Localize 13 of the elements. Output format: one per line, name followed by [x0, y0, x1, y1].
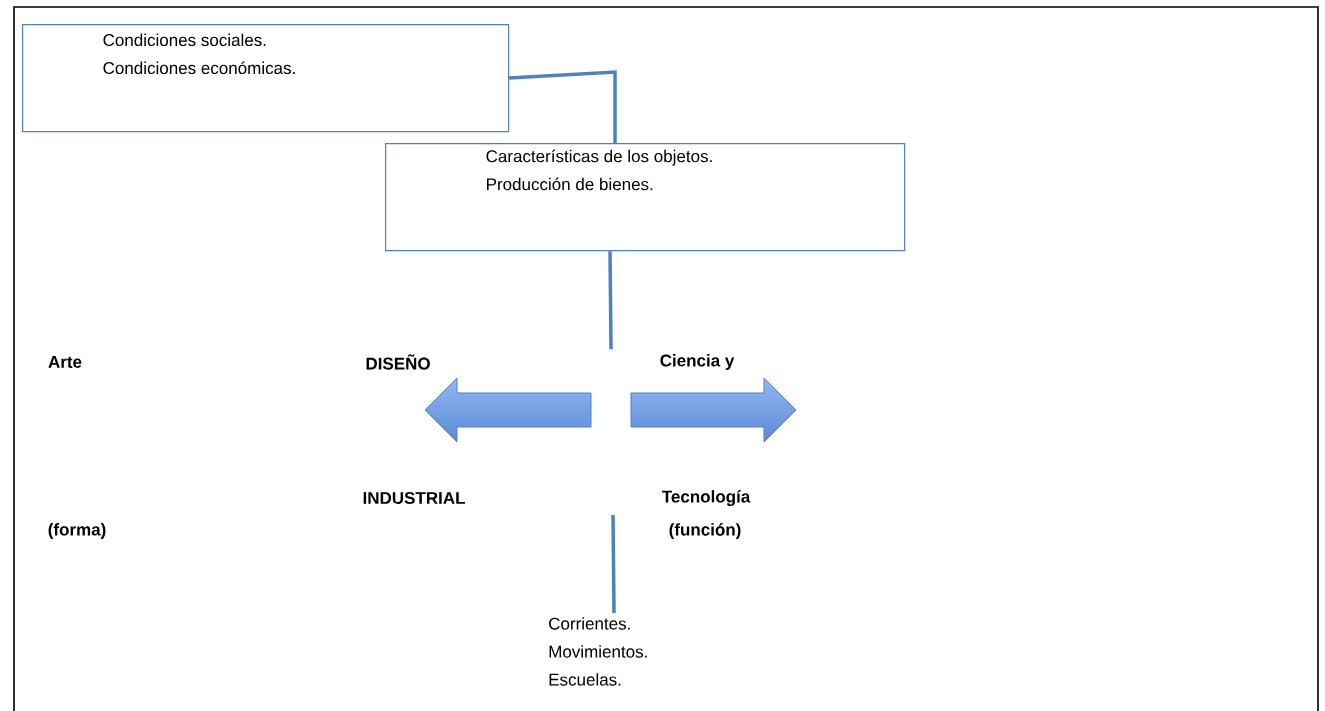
label: DISEÑO: [366, 354, 430, 370]
label: Tecnología: [661, 489, 751, 507]
label: (forma): [48, 523, 106, 539]
text-list: Corrientes. Movimientos. Escuelas.: [549, 617, 647, 686]
label: Arte: [48, 356, 82, 368]
connector-line: [608, 251, 613, 350]
label: Ciencia y: [660, 354, 735, 370]
label: (función): [669, 523, 741, 539]
text-box: Características de los objetos. Producción de bienes.: [385, 143, 906, 252]
connector-line: [509, 70, 617, 143]
label: INDUSTRIAL: [363, 491, 465, 504]
text-box: Condiciones sociales. Condiciones económicas.: [22, 24, 510, 133]
connector-line: [611, 514, 616, 613]
